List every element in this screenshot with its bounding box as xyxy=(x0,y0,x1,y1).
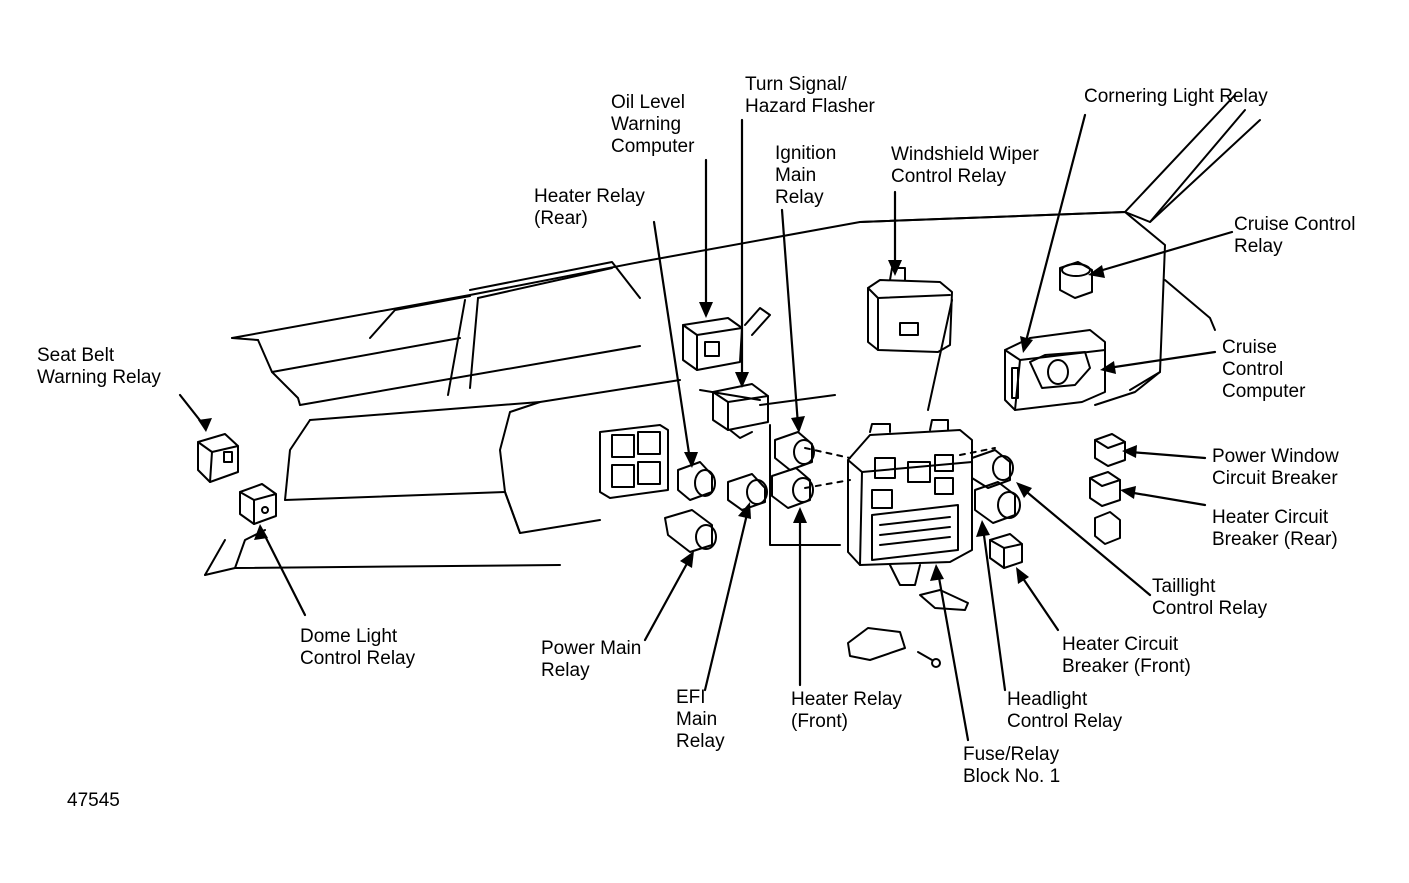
label-ignition-main-relay: Ignition Main Relay xyxy=(775,143,837,208)
dome-light-relay-part xyxy=(239,483,277,525)
label-heater-relay-front: Heater Relay (Front) xyxy=(791,689,902,732)
label-power-window-circuit-breaker: Power Window Circuit Breaker xyxy=(1212,446,1339,489)
oil-level-computer-part xyxy=(682,307,771,371)
label-turn-signal-hazard-flasher: Turn Signal/ Hazard Flasher xyxy=(745,74,875,117)
ignition-main-relay-part xyxy=(774,431,815,471)
label-cruise-control-relay: Cruise Control Relay xyxy=(1234,214,1356,257)
efi-main-relay-part xyxy=(727,473,768,511)
fuse-relay-block-part xyxy=(847,419,973,586)
label-heater-circuit-breaker-rear: Heater Circuit Breaker (Rear) xyxy=(1212,507,1338,550)
wiper-relay-part xyxy=(867,267,953,353)
headlight-relay-part xyxy=(974,481,1021,524)
heater-relay-front-part xyxy=(771,467,814,509)
label-oil-level-warning-computer: Oil Level Warning Computer xyxy=(611,92,695,157)
seat-belt-relay-part xyxy=(197,433,239,483)
heater-cb-front-part xyxy=(989,533,1023,569)
power-main-relay-part xyxy=(664,509,717,553)
cruise-computer-part xyxy=(1004,329,1106,411)
heater-relay-rear-part xyxy=(677,461,716,501)
leader-lines xyxy=(178,113,1234,742)
label-heater-relay-rear: Heater Relay (Rear) xyxy=(534,186,645,229)
label-heater-circuit-breaker-front: Heater Circuit Breaker (Front) xyxy=(1062,634,1191,677)
power-window-cb-part xyxy=(1094,433,1126,467)
mounting-bracket-parts xyxy=(847,589,969,668)
figure-number: 47545 xyxy=(67,790,120,811)
small-breaker-part xyxy=(1094,511,1121,545)
label-cruise-control-computer: Cruise Control Computer xyxy=(1222,337,1306,402)
taillight-relay-part xyxy=(971,449,1014,489)
cruise-relay-part xyxy=(1059,261,1093,299)
label-fuse-relay-block-no1: Fuse/Relay Block No. 1 xyxy=(963,744,1061,787)
heater-cb-rear-part xyxy=(1089,471,1121,507)
label-headlight-control-relay: Headlight Control Relay xyxy=(1007,689,1123,732)
label-windshield-wiper-control-relay: Windshield Wiper Control Relay xyxy=(891,144,1039,187)
dashboard-outline xyxy=(204,94,1261,576)
label-dome-light-control-relay: Dome Light Control Relay xyxy=(300,626,416,669)
turn-signal-flasher-part xyxy=(712,383,769,439)
label-seat-belt-warning-relay: Seat Belt Warning Relay xyxy=(37,345,161,388)
relay-holder-left-part xyxy=(599,424,669,499)
label-power-main-relay: Power Main Relay xyxy=(541,638,642,681)
label-efi-main-relay: EFI Main Relay xyxy=(676,687,725,752)
label-taillight-control-relay: Taillight Control Relay xyxy=(1152,576,1268,619)
label-cornering-light-relay: Cornering Light Relay xyxy=(1084,86,1268,107)
